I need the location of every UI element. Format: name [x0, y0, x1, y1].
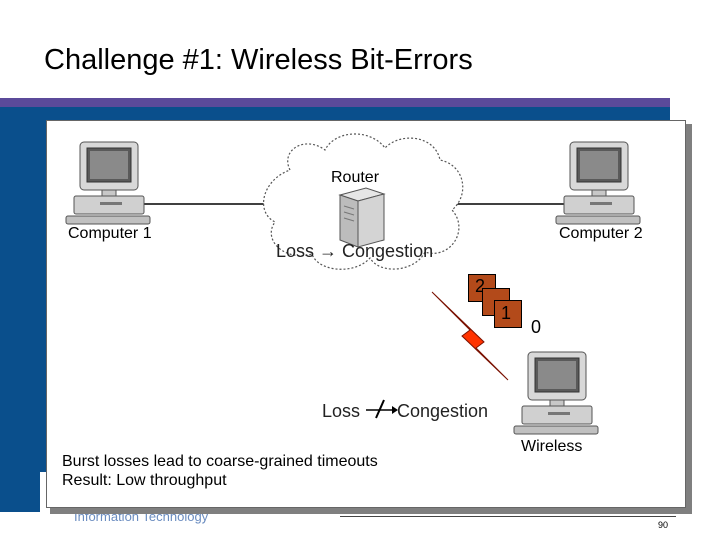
router-label: Router	[331, 169, 380, 186]
computer1-icon	[65, 141, 151, 225]
computer1-label: Computer 1	[68, 225, 152, 242]
packet-1-label: 1	[501, 303, 512, 323]
wireless-link-icon	[431, 291, 509, 381]
computer2-icon	[555, 141, 641, 225]
conclusion-line-2: Result: Low throughput	[62, 472, 227, 489]
accent-band	[0, 98, 670, 107]
slide-title: Challenge #1: Wireless Bit-Errors	[44, 44, 473, 76]
conclusion-line-1: Burst losses lead to coarse-grained time…	[62, 453, 378, 470]
conclusion-text: Burst losses lead to coarse-grained time…	[62, 452, 378, 490]
wireless-computer-icon	[513, 351, 599, 435]
wireless-inference-loss: Loss	[322, 401, 361, 421]
router-icon	[338, 187, 386, 248]
packet-1	[494, 300, 522, 328]
negation-slash	[375, 399, 385, 419]
negated-arrow-head	[392, 406, 398, 414]
footer-divider	[340, 516, 676, 517]
wired-inference: Loss → Congestion	[276, 241, 434, 261]
wireless-inference-congestion: Congestion	[397, 401, 489, 421]
computer2-label: Computer 2	[559, 225, 643, 242]
page-number: 90	[658, 520, 669, 530]
wireless-label: Wireless	[521, 438, 583, 455]
background-band-corner	[0, 472, 40, 512]
packet-2-label: 2	[475, 276, 486, 296]
packet-0-label: 0	[531, 317, 542, 337]
